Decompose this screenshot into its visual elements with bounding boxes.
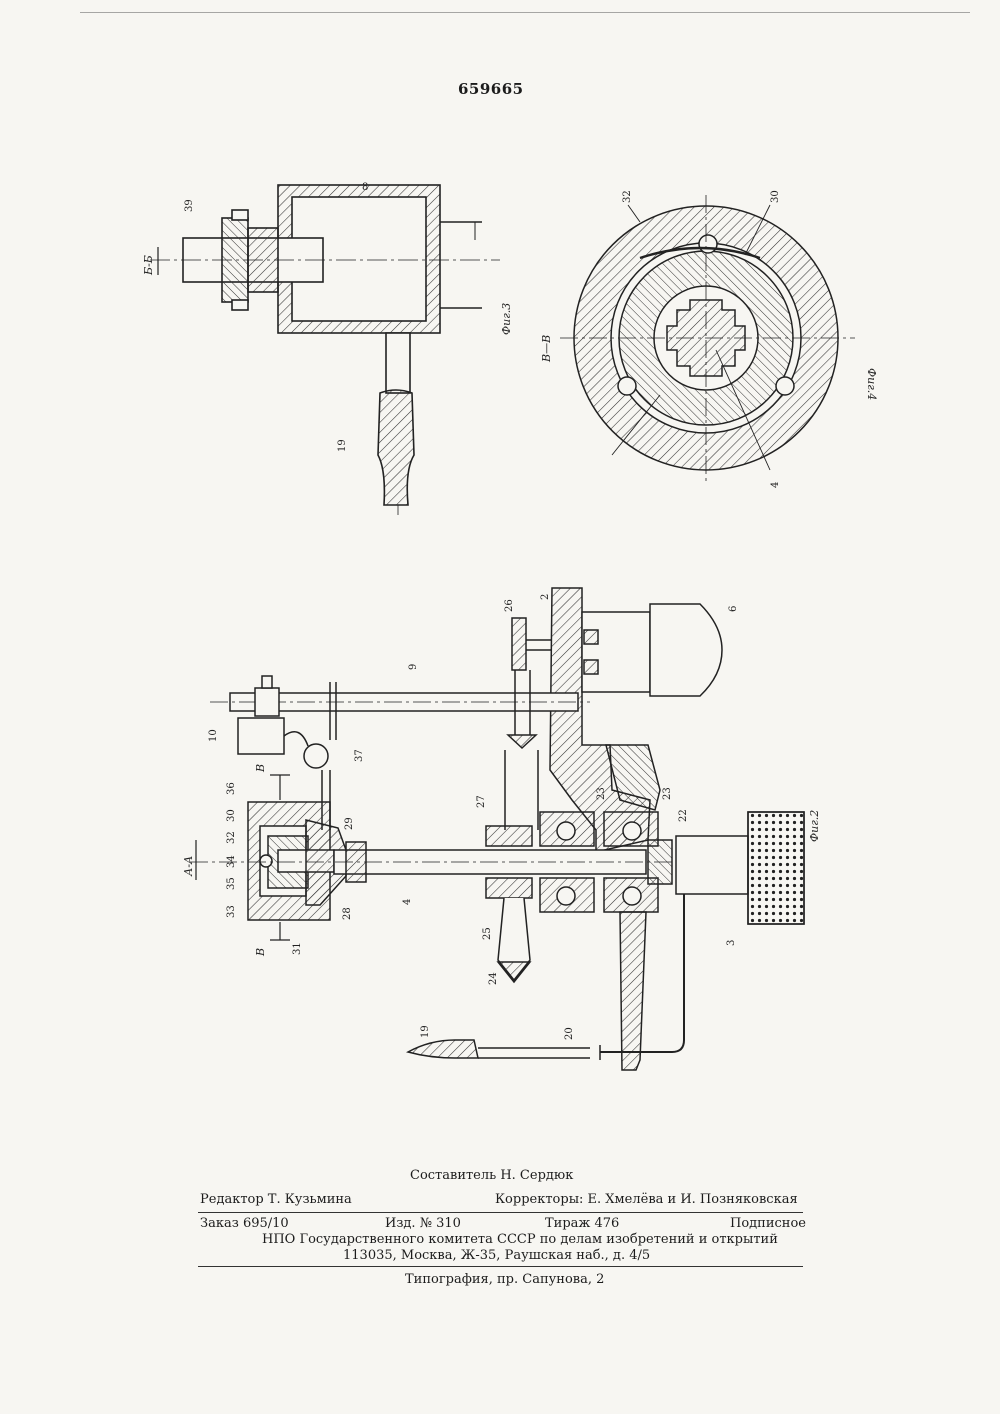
footer-rule-top bbox=[198, 1212, 803, 1213]
label-39: 39 bbox=[184, 199, 195, 212]
label-20: 20 bbox=[564, 1027, 575, 1040]
label-30: 30 bbox=[226, 809, 237, 822]
compiler: Составитель Н. Сердюк bbox=[410, 1168, 573, 1183]
label-arrow-v-top: В bbox=[254, 764, 267, 773]
label-19: 19 bbox=[337, 439, 348, 452]
label-22: 22 bbox=[678, 809, 689, 822]
label-2: 2 bbox=[540, 594, 551, 600]
label-37: 37 bbox=[354, 749, 365, 762]
subscription: Подписное bbox=[730, 1216, 806, 1231]
label-31: 31 bbox=[292, 942, 303, 955]
label-26: 26 bbox=[504, 599, 515, 612]
correctors: Корректоры: Е. Хмелёва и И. Позняковская bbox=[495, 1192, 798, 1207]
label-25: 25 bbox=[482, 927, 493, 940]
label-19: 19 bbox=[420, 1025, 431, 1038]
label-34: 34 bbox=[226, 855, 237, 868]
label-32: 32 bbox=[226, 831, 237, 844]
label-fig4: Фиг.4 bbox=[865, 368, 878, 400]
technical-drawings: 8 39 19 Б-Б Фиг.3 bbox=[0, 0, 1000, 1150]
label-section-vv: В—В bbox=[540, 335, 553, 363]
figure-2 bbox=[190, 588, 804, 1070]
label-33: 33 bbox=[226, 905, 237, 918]
label-24: 24 bbox=[488, 972, 499, 985]
label-36: 36 bbox=[226, 782, 237, 795]
label-fig2: Фиг.2 bbox=[808, 810, 821, 842]
label-4: 4 bbox=[402, 899, 413, 905]
label-4-fig4: 4 bbox=[770, 482, 781, 488]
printing-house: Типография, пр. Сапунова, 2 bbox=[405, 1272, 604, 1287]
label-9: 9 bbox=[408, 664, 419, 670]
label-6: 6 bbox=[728, 606, 739, 612]
label-arrow-v-bottom: В bbox=[254, 948, 267, 957]
figure-4 bbox=[560, 195, 855, 485]
editor: Редактор Т. Кузьмина bbox=[200, 1192, 352, 1207]
address: 113035, Москва, Ж-35, Раушская наб., д. … bbox=[343, 1248, 650, 1263]
label-28: 28 bbox=[342, 907, 353, 920]
circulation: Тираж 476 bbox=[545, 1216, 619, 1231]
organization: НПО Государственного комитета СССР по де… bbox=[262, 1232, 778, 1247]
label-section-bb: Б-Б bbox=[142, 255, 155, 276]
label-35: 35 bbox=[226, 877, 237, 890]
order: Заказ 695/10 bbox=[200, 1216, 289, 1231]
issue: Изд. № 310 bbox=[385, 1216, 461, 1231]
footer-rule-bottom bbox=[198, 1266, 803, 1267]
label-8: 8 bbox=[362, 182, 368, 193]
label-30: 30 bbox=[770, 190, 781, 203]
label-29: 29 bbox=[344, 817, 355, 830]
label-23b: 23 bbox=[662, 787, 673, 800]
label-27: 27 bbox=[476, 795, 487, 808]
label-10: 10 bbox=[208, 729, 219, 742]
label-23a: 23 bbox=[596, 787, 607, 800]
label-3: 3 bbox=[726, 940, 737, 946]
label-32: 32 bbox=[622, 190, 633, 203]
label-fig3: Фиг.3 bbox=[500, 303, 513, 335]
figure-3 bbox=[150, 185, 500, 515]
label-section-aa: А-А bbox=[182, 856, 195, 877]
